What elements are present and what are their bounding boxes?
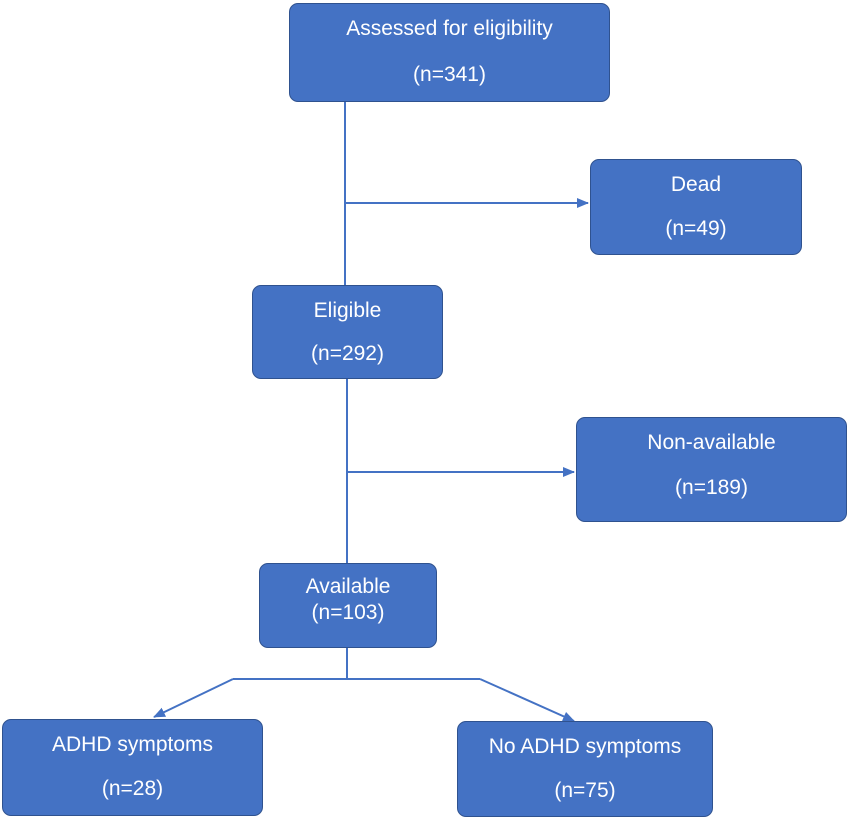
non-available-label: Non-available xyxy=(647,431,776,454)
adhd-count: (n=28) xyxy=(101,777,164,800)
available-box: Available (n=103) xyxy=(259,563,437,648)
available-count: (n=103) xyxy=(311,601,385,624)
eligible-label: Eligible xyxy=(313,299,382,322)
assessed-for-eligibility-box: Assessed for eligibility (n=341) xyxy=(289,3,610,102)
dead-box: Dead (n=49) xyxy=(590,159,802,255)
arrow-to-no-adhd-symptoms xyxy=(479,678,575,722)
adhd-symptoms-box: ADHD symptoms (n=28) xyxy=(2,719,263,816)
eligible-box: Eligible (n=292) xyxy=(252,285,443,379)
available-label: Available xyxy=(305,575,391,598)
no-adhd-label: No ADHD symptoms xyxy=(488,735,682,758)
non-available-count: (n=189) xyxy=(675,476,748,499)
assessed-count: (n=341) xyxy=(413,63,486,86)
assessed-label: Assessed for eligibility xyxy=(346,17,553,40)
eligible-count: (n=292) xyxy=(311,342,384,365)
dead-label: Dead xyxy=(670,173,722,196)
no-adhd-symptoms-box: No ADHD symptoms (n=75) xyxy=(457,721,713,817)
dead-count: (n=49) xyxy=(665,217,727,240)
non-available-box: Non-available (n=189) xyxy=(576,417,847,522)
arrow-to-adhd-symptoms xyxy=(153,678,234,718)
adhd-label: ADHD symptoms xyxy=(51,733,214,756)
no-adhd-count: (n=75) xyxy=(554,779,616,802)
